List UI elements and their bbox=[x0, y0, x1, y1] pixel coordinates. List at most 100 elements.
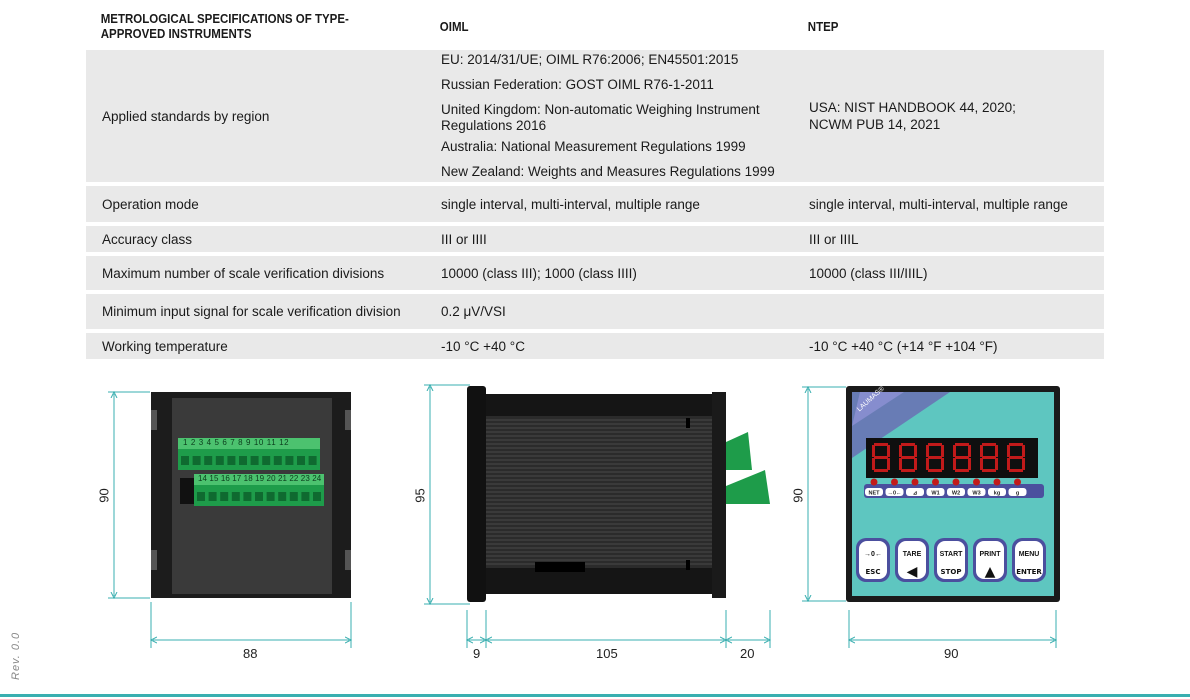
key-bottom-label: ESC bbox=[866, 568, 881, 576]
table-row: Working temperature -10 °C +40 °C -10 °C… bbox=[86, 333, 1104, 359]
key-bottom-label: STOP bbox=[941, 568, 962, 576]
keypad-button[interactable]: MENU ENTER bbox=[1012, 538, 1046, 582]
row-label: Accuracy class bbox=[102, 231, 193, 247]
display-digit bbox=[899, 443, 917, 472]
display-digit bbox=[953, 443, 971, 472]
key-bottom-label: ◀ bbox=[907, 564, 918, 580]
terminal-screw bbox=[297, 456, 305, 465]
led-indicator: W2 bbox=[947, 478, 965, 497]
led-indicator: g bbox=[1008, 478, 1027, 497]
keypad-button[interactable]: →0← ESC bbox=[856, 538, 890, 582]
row-ntep: 10000 (class III/IIIL) bbox=[809, 265, 928, 281]
led-label: NET bbox=[869, 491, 881, 497]
dimension-drawings: NET →0← ⊿ W1 W2 W3 kg g →0← ESC TARE ◀ START STOP PRI… bbox=[108, 370, 1060, 648]
side-view bbox=[424, 385, 770, 648]
table-row: Maximum number of scale verification div… bbox=[86, 256, 1104, 290]
led-label: →0← bbox=[887, 491, 901, 497]
terminal-screw bbox=[262, 456, 271, 465]
terminal-screw bbox=[289, 492, 298, 501]
terminal-numbers-top: 1 2 3 4 5 6 7 8 9 10 11 12 bbox=[183, 438, 290, 447]
terminal-screw bbox=[255, 492, 263, 501]
terminal-screw bbox=[192, 456, 201, 465]
row-oiml: single interval, multi-interval, multipl… bbox=[441, 196, 700, 212]
led-indicator: W1 bbox=[926, 478, 945, 497]
row-ntep: USA: NIST HANDBOOK 44, 2020; NCWM PUB 14… bbox=[809, 100, 1016, 132]
side-dim-c-label: 20 bbox=[740, 646, 755, 661]
display-digit bbox=[926, 443, 944, 472]
rear-height-label: 90 bbox=[96, 488, 112, 503]
row-ntep: single interval, multi-interval, multipl… bbox=[809, 196, 1068, 212]
key-bottom-label: ▲ bbox=[985, 564, 996, 580]
row-label: Minimum input signal for scale verificat… bbox=[102, 304, 401, 319]
table-row: Minimum input signal for scale verificat… bbox=[86, 294, 1104, 329]
led-indicator: NET bbox=[865, 478, 883, 497]
standard-eu: EU: 2014/31/UE; OIML R76:2006; EN45501:2… bbox=[441, 52, 739, 67]
footer-accent-line bbox=[0, 694, 1190, 697]
led-indicator: ⊿ bbox=[906, 478, 924, 497]
row-oiml: 0.2 μV/VSI bbox=[441, 304, 506, 319]
revision-label: Rev. 0.0 bbox=[10, 631, 22, 680]
row-label: Operation mode bbox=[102, 196, 199, 212]
row-ntep: III or IIIL bbox=[809, 231, 859, 247]
table-row: Operation mode single interval, multi-in… bbox=[86, 186, 1104, 222]
key-top-label: PRINT bbox=[980, 551, 1002, 558]
rear-width-label: 88 bbox=[243, 646, 258, 661]
terminal-screw bbox=[204, 456, 213, 465]
table-row: Accuracy class III or IIII III or IIIL bbox=[86, 226, 1104, 252]
terminal-screw bbox=[285, 456, 294, 465]
terminal-screw bbox=[243, 492, 252, 501]
led-label: kg bbox=[994, 491, 1000, 497]
display-digit bbox=[872, 443, 890, 472]
front-view: NET →0← ⊿ W1 W2 W3 kg g →0← ESC TARE ◀ START STOP PRI… bbox=[802, 386, 1060, 648]
led-label: g bbox=[1016, 491, 1019, 497]
terminal-screw bbox=[266, 492, 275, 501]
row-ntep: -10 °C +40 °C (+14 °F +104 °F) bbox=[809, 338, 998, 354]
led-label: W2 bbox=[952, 491, 960, 497]
table-row: Applied standards by region EU: 2014/31/… bbox=[86, 50, 1104, 182]
terminal-screw bbox=[208, 492, 217, 501]
specifications-table: METROLOGICAL SPECIFICATIONS OF TYPE-APPR… bbox=[86, 8, 1104, 359]
terminal-screw bbox=[250, 456, 259, 465]
side-dim-b-label: 105 bbox=[596, 646, 618, 661]
header-spec: METROLOGICAL SPECIFICATIONS OF TYPE-APPR… bbox=[100, 12, 349, 41]
terminal-screw bbox=[308, 456, 317, 465]
terminal-screw bbox=[181, 456, 189, 465]
row-label: Applied standards by region bbox=[102, 108, 270, 124]
key-top-label: →0← bbox=[864, 551, 882, 558]
side-height-label: 95 bbox=[412, 488, 428, 503]
led-indicator: kg bbox=[988, 478, 1006, 497]
terminal-screw bbox=[227, 456, 236, 465]
key-top-label: START bbox=[940, 551, 964, 558]
front-height-label: 90 bbox=[790, 488, 806, 503]
key-bottom-label: ENTER bbox=[1016, 568, 1042, 576]
side-dim-a-label: 9 bbox=[473, 646, 481, 661]
keypad-button[interactable]: PRINT ▲ bbox=[973, 538, 1007, 582]
terminal-screw bbox=[231, 492, 240, 501]
led-label: ⊿ bbox=[913, 491, 918, 497]
terminal-screw bbox=[197, 492, 205, 501]
row-oiml: III or IIII bbox=[441, 231, 487, 247]
row-oiml: -10 °C +40 °C bbox=[441, 338, 525, 354]
key-top-label: MENU bbox=[1019, 551, 1040, 558]
led-label: W3 bbox=[972, 491, 980, 497]
keypad-button[interactable]: START STOP bbox=[934, 538, 968, 582]
standard-nz: New Zealand: Weights and Measures Regula… bbox=[441, 164, 775, 179]
terminal-screw bbox=[220, 492, 229, 501]
led-indicator: →0← bbox=[885, 478, 904, 497]
row-oiml: EU: 2014/31/UE; OIML R76:2006; EN45501:2… bbox=[426, 52, 794, 180]
standard-russia: Russian Federation: GOST OIML R76-1-2011 bbox=[441, 77, 714, 92]
terminal-numbers-bottom: 14 15 16 17 18 19 20 21 22 23 24 bbox=[198, 474, 322, 483]
keypad-button[interactable]: TARE ◀ bbox=[895, 538, 929, 582]
display-digit bbox=[980, 443, 998, 472]
terminal-screw bbox=[215, 456, 224, 465]
terminal-screw bbox=[313, 492, 321, 501]
standard-australia: Australia: National Measurement Regulati… bbox=[441, 139, 746, 154]
display-digit bbox=[1007, 443, 1025, 472]
header-ntep: NTEP bbox=[807, 19, 839, 34]
standard-uk: United Kingdom: Non-automatic Weighing I… bbox=[441, 102, 760, 133]
row-label: Working temperature bbox=[102, 338, 228, 354]
rear-view bbox=[108, 392, 351, 648]
led-label: W1 bbox=[931, 491, 939, 497]
terminal-screw bbox=[278, 492, 287, 501]
key-top-label: TARE bbox=[903, 551, 922, 558]
